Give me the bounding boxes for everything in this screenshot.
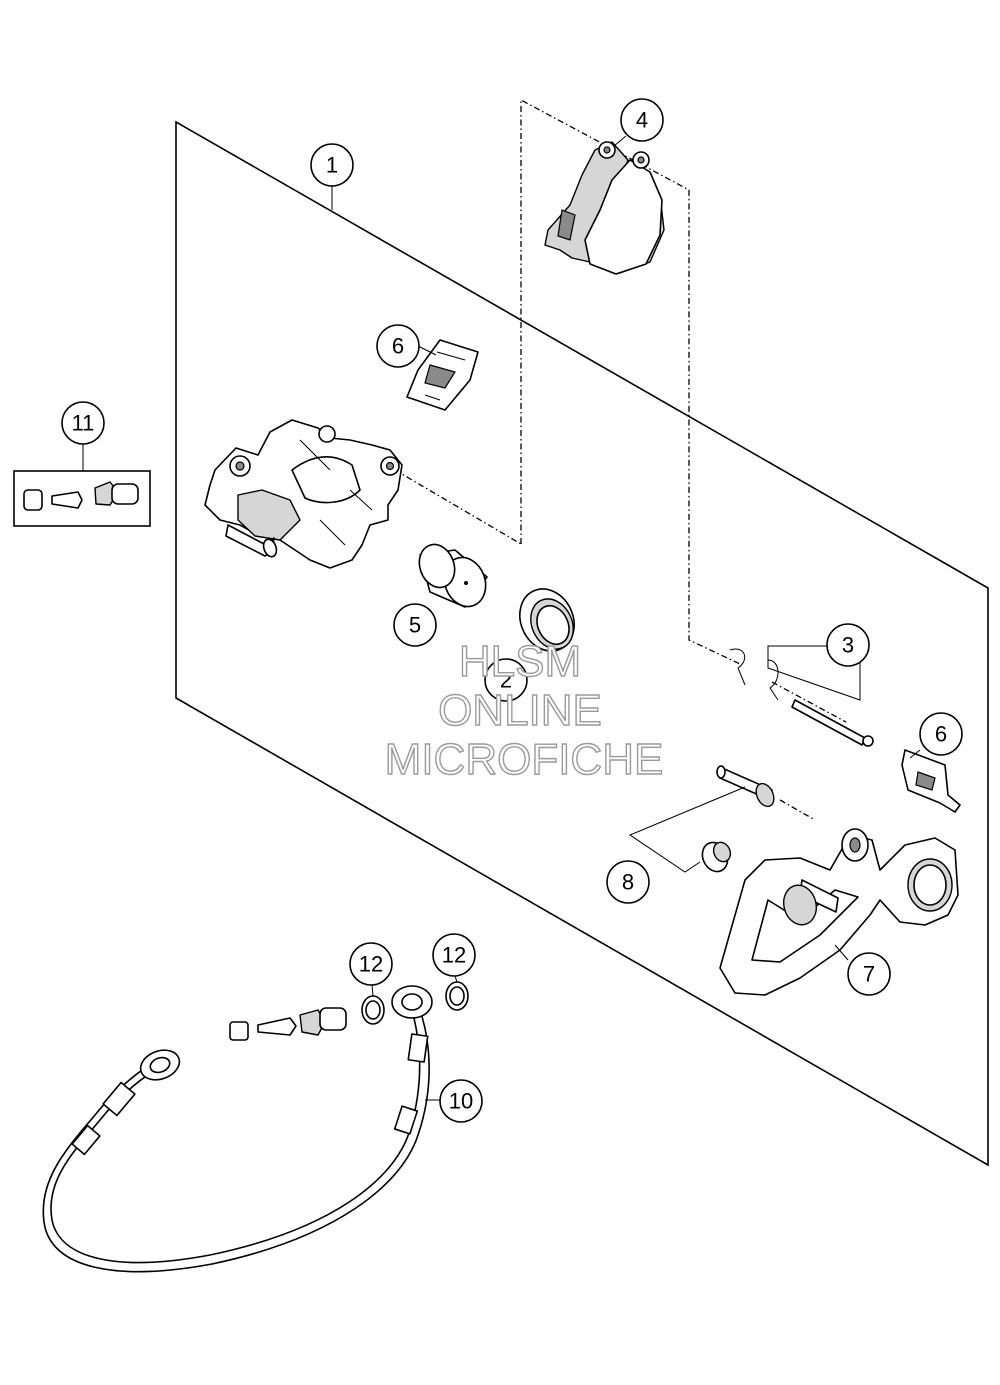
callout-6-lower-label: 6 <box>935 722 947 747</box>
leader-8 <box>628 786 746 873</box>
banjo-bolt-part <box>229 1007 347 1041</box>
callout-12-right-label: 12 <box>442 943 466 968</box>
leader-12b <box>454 975 458 983</box>
callout-1: 1 <box>310 143 354 187</box>
callout-4-label: 4 <box>636 108 648 133</box>
pin-leader-dashed-2 <box>771 681 847 723</box>
pad-spring-upper-part <box>406 339 479 411</box>
bleeder-kit-box <box>13 470 151 527</box>
callout-10: 10 <box>439 1079 483 1123</box>
callout-1-label: 1 <box>326 153 338 178</box>
callout-12-left-label: 12 <box>359 952 383 977</box>
pad-spring-lower-part <box>901 749 961 813</box>
sealing-washers-part <box>361 981 469 1025</box>
leader-7 <box>834 944 849 961</box>
callout-3: 3 <box>826 623 870 667</box>
callout-7-label: 7 <box>863 962 875 987</box>
kit-frame <box>175 120 989 1167</box>
callout-7: 7 <box>847 952 891 996</box>
leader-6b <box>909 749 921 759</box>
callout-4: 4 <box>620 98 664 142</box>
caliper-body-part <box>204 419 403 569</box>
callout-11: 11 <box>61 401 105 445</box>
callout-12-right: 12 <box>432 933 476 977</box>
callout-6-upper-label: 6 <box>392 334 404 359</box>
callout-8: 8 <box>606 860 650 904</box>
callout-5-label: 5 <box>409 613 421 638</box>
watermark-line-2: ONLINE <box>438 686 602 735</box>
watermark-line-3: MICROFICHE <box>385 735 664 784</box>
pin-set-part <box>729 648 874 747</box>
callout-6-upper: 6 <box>376 324 420 368</box>
piston-seals-part <box>519 588 575 652</box>
leader-4 <box>613 135 627 147</box>
callout-8-label: 8 <box>622 870 634 895</box>
leader-3 <box>767 645 861 701</box>
watermark-line-1: HLSM <box>459 637 581 686</box>
watermark: HLSM ONLINE MICROFICHE <box>384 636 664 784</box>
callout-2: 2 <box>484 658 528 702</box>
leader-12a <box>371 984 374 997</box>
callout-10-label: 10 <box>449 1089 473 1114</box>
slider-pin-part <box>701 765 775 873</box>
caliper-bracket-part <box>719 828 959 996</box>
callout-11-label: 11 <box>72 411 95 436</box>
pad-leader-dashed <box>520 98 741 665</box>
brake-hose-part <box>42 985 433 1273</box>
brake-pads-part <box>544 141 665 275</box>
callout-2-label: 2 <box>500 668 512 693</box>
bleeder-kit-part <box>23 481 139 511</box>
callout-5: 5 <box>393 603 437 647</box>
callout-12-left: 12 <box>349 942 393 986</box>
slider-leader-dashed <box>779 799 816 821</box>
leader-6a <box>417 345 437 356</box>
callout-6-lower: 6 <box>919 712 963 756</box>
piston-part <box>418 543 488 608</box>
callout-3-label: 3 <box>842 633 854 658</box>
pin-leader-dashed <box>394 469 522 545</box>
